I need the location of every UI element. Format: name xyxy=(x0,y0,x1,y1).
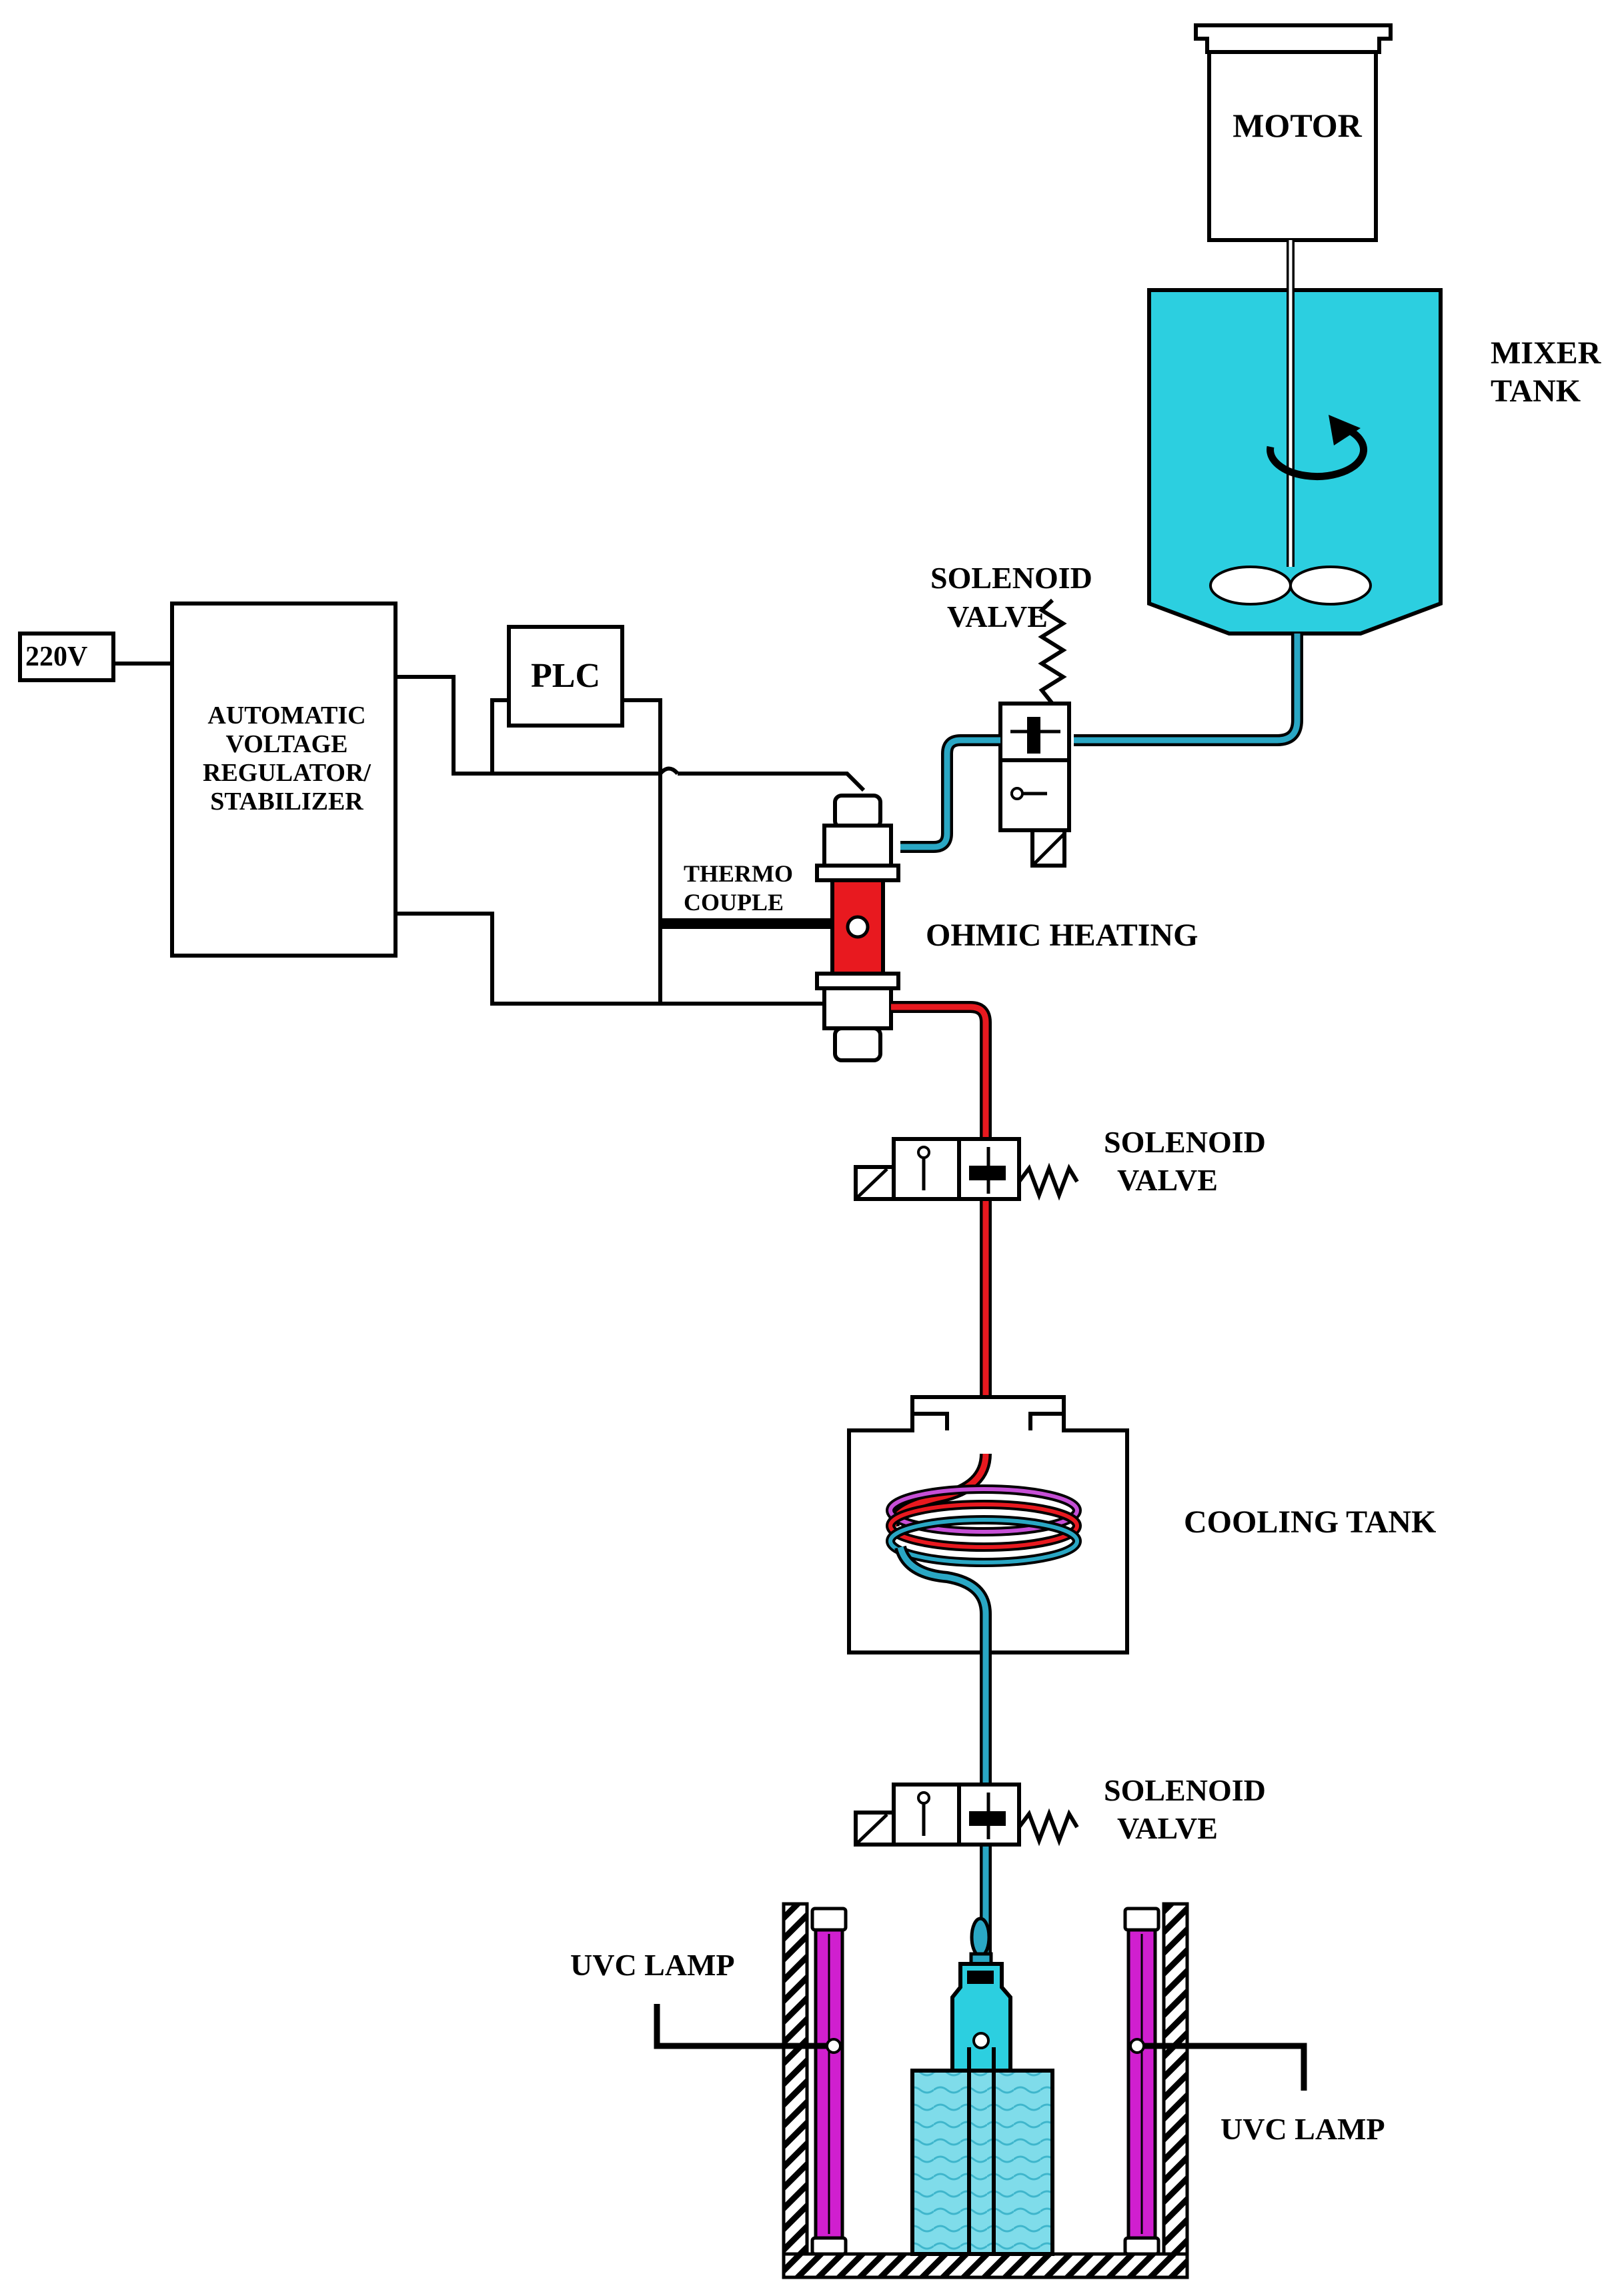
mixer-tank: MIXER TANK xyxy=(1147,240,1602,636)
mixer-tank-label: MIXER xyxy=(1491,335,1602,371)
impeller-blade xyxy=(1289,565,1372,606)
solenoid-valve-bottom: SOLENOID VALVE xyxy=(854,1773,1266,1847)
thermocouple-label: COUPLE xyxy=(684,889,784,916)
pipe-valve-to-heater xyxy=(900,734,1000,853)
solenoid-valve-middle: SOLENOID VALVE xyxy=(854,1125,1266,1201)
mixer-tank-label: TANK xyxy=(1491,373,1581,409)
solenoid-valve-bottom-label: SOLENOID xyxy=(1104,1773,1266,1807)
collection-vessel xyxy=(910,2047,1054,2256)
uv-chamber: UVC LAMP UVC LAMP xyxy=(570,1902,1385,2279)
solenoid-valve-middle-label: SOLENOID xyxy=(1104,1125,1266,1159)
motor-label: MOTOR xyxy=(1233,107,1362,144)
motor: MOTOR xyxy=(1194,23,1393,242)
solenoid-valve-top: SOLENOID VALVE xyxy=(930,561,1092,868)
voltage-regulator-label: AUTOMATIC xyxy=(207,702,365,730)
uvc-lamp-left: UVC LAMP xyxy=(570,1907,848,2256)
dispensing-nozzle xyxy=(950,1917,1012,2073)
pipe-mixer-to-valve xyxy=(1074,634,1303,746)
rotation-arrow-icon xyxy=(1267,423,1368,480)
ohmic-heater: OHMIC HEATING xyxy=(815,794,1198,1062)
uvc-lamp-left-label: UVC LAMP xyxy=(570,1948,735,1982)
power-input: 220V xyxy=(18,632,172,682)
solenoid-valve-bottom-label: VALVE xyxy=(1117,1811,1218,1845)
solenoid-valve-top-label: VALVE xyxy=(947,600,1048,634)
ohmic-heating-label: OHMIC HEATING xyxy=(926,918,1198,953)
uvc-lamp-right: UVC LAMP xyxy=(1123,1907,1385,2256)
voltage-regulator-label: REGULATOR/ xyxy=(203,759,371,787)
thermocouple-label: THERMO xyxy=(684,860,793,887)
spring-icon xyxy=(1038,598,1067,705)
plc-label: PLC xyxy=(531,657,600,695)
plc: PLC xyxy=(507,625,624,728)
power-input-label: 220V xyxy=(25,642,87,672)
voltage-regulator: AUTOMATIC VOLTAGE REGULATOR/ STABILIZER xyxy=(170,602,397,958)
voltage-regulator-label: STABILIZER xyxy=(210,788,363,816)
impeller-blade xyxy=(1209,565,1292,606)
cooling-tank-label: COOLING TANK xyxy=(1184,1504,1436,1540)
solenoid-valve-top-label: SOLENOID xyxy=(930,561,1092,595)
uvc-lamp-right-label: UVC LAMP xyxy=(1221,2112,1385,2146)
voltage-regulator-label: VOLTAGE xyxy=(226,730,348,758)
solenoid-valve-middle-label: VALVE xyxy=(1117,1163,1218,1197)
spring-icon xyxy=(1017,1162,1079,1201)
pipe-hot xyxy=(891,1001,992,1454)
cooling-tank: COOLING TANK xyxy=(847,1395,1436,1654)
wiring xyxy=(395,675,866,1006)
spring-icon xyxy=(1017,1808,1079,1847)
